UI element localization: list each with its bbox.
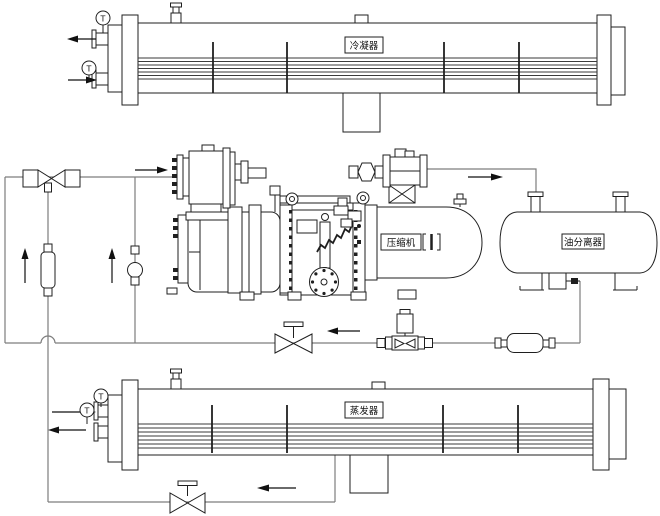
separator-outlet-fitting [612,191,629,212]
drier-branch-up-arrow [21,248,29,283]
condenser-water-nozzles [91,29,109,89]
separator-oil-drain [548,272,580,290]
evaporator-water-nozzles [93,401,109,442]
condenser-water-box [107,24,123,93]
oil-line-flow-arrow [327,327,360,335]
flow-arrows [21,166,503,492]
nameplate [296,219,318,234]
separator-inlet-fitting [527,191,544,212]
condenser-tube-bundle [138,57,597,80]
compressor-oil-barrel: 压缩机 [364,193,483,281]
compressor-label: 压缩机 [387,237,416,249]
compressor-feet [239,289,417,301]
oil-separator-label-box: 油分离器 [561,233,605,250]
bearing-cover-flange [309,267,339,297]
condenser-label: 冷凝器 [350,40,379,52]
evaporator: T T 蒸发器 [48,368,627,494]
discharge-check-valve [348,148,428,204]
compressor-motor-barrel [166,185,281,295]
suction-flow-arrow [135,166,168,174]
discharge-flow-arrow [468,173,503,181]
temperature-gauge-icon: T [81,60,97,81]
gauge-letter: T [84,406,90,415]
evaporator-left-tubesheet [121,379,139,471]
condenser-top-nozzle [354,14,369,24]
evaporator-right-tubesheet [592,378,610,471]
condenser: T T 冷凝器 [67,2,626,133]
condenser-support [342,92,381,133]
gauge-letter: T [100,14,106,23]
gauge-letter: T [86,64,92,73]
oil-separator: 油分离器 [499,191,658,291]
evaporator-water-box [107,394,123,463]
evaporator-support [349,454,389,494]
suction-valve-assembly [172,144,267,221]
solenoid-cable-coil [316,224,353,253]
filter-drier-icon [40,243,56,297]
condenser-right-tubesheet [596,14,612,106]
liquid-feed-flow-arrow [257,484,296,492]
condenser-right-head [610,26,626,96]
expansion-valve-icon [22,169,81,193]
condenser-baffles [212,42,520,93]
control-solenoids [333,197,362,228]
compressor-label-box: 压缩机 [380,233,422,251]
sight-glass-icon [127,245,143,286]
relief-valve-icon [170,2,182,24]
oil-separator-label: 油分离器 [564,236,603,248]
water-out-arrow [48,426,86,434]
suction-valve-stem [247,167,267,179]
evaporator-label: 蒸发器 [350,405,379,417]
gauge-letter: T [98,392,104,401]
lifting-eye-icon [285,192,299,206]
solenoid-valve-icon [376,309,433,351]
liquid-feed-shutoff-valve-icon [169,480,206,514]
evaporator-right-head [608,388,627,460]
oil-filter-icon [494,333,556,353]
small-vent-valve-icon [453,193,467,207]
relief-valve-icon [170,368,182,390]
oil-line-shutoff-valve-icon [274,321,313,354]
temperature-gauge-icon: T [79,402,95,424]
water-out-arrow [67,35,96,43]
evaporator-top-nozzle [371,381,386,390]
temperature-gauge-icon: T [93,388,109,407]
oil-level-sightglass-icon [422,233,441,251]
evaporator-shell [137,388,594,456]
temperature-gauge-icon: T [95,10,111,33]
compressor-main-block [239,191,417,301]
lifting-eye-icon [356,191,370,205]
compressor: 压缩机 [166,144,483,301]
evaporator-baffles [211,405,519,453]
separator-legs [519,273,638,291]
condenser-label-box: 冷凝器 [344,36,384,54]
evaporator-label-box: 蒸发器 [344,401,384,419]
sightglass-branch-up-arrow [108,248,116,283]
capacity-slide [319,213,331,275]
evaporator-tube-bundle [138,423,593,449]
condenser-left-tubesheet [121,14,139,106]
